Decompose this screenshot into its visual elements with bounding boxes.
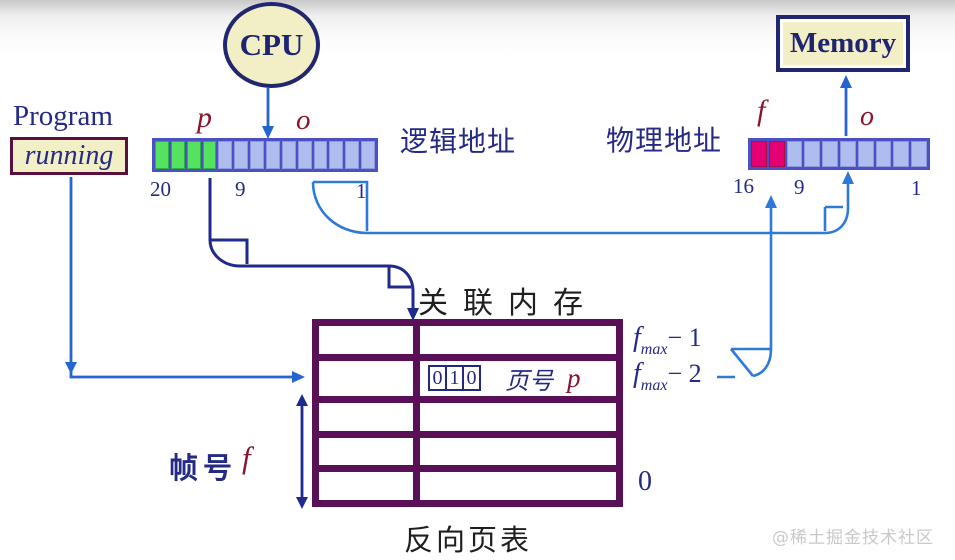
fmax-base: f — [633, 358, 641, 389]
inverted-table-title: 反向页表 — [404, 523, 533, 557]
cpu-label: CPU — [239, 27, 304, 62]
fmax-base: f — [633, 322, 641, 353]
physical-address-cell — [751, 141, 767, 167]
fmax-rest: − 2 — [667, 359, 702, 388]
physical-address-cell — [911, 141, 927, 167]
physical-address-cell — [768, 141, 785, 167]
watermark: @稀土掘金技术社区 — [772, 528, 934, 548]
physical-o-field-label: o — [860, 101, 874, 132]
physical-address-cell — [786, 141, 803, 167]
physical-address-cell — [893, 141, 910, 167]
memory-box: Memory — [776, 15, 910, 72]
logical-address-cell — [218, 141, 233, 169]
o-connector — [311, 171, 854, 235]
cpu-node: CPU — [223, 2, 320, 88]
f-connector — [717, 195, 777, 379]
frame-index-second-label: fmax− 2 — [633, 358, 702, 395]
physical-address-bar — [748, 138, 930, 170]
associative-memory-label: 关联内存 — [418, 286, 598, 321]
physical-bit-9-label: 9 — [794, 175, 805, 199]
logical-p-field-label: p — [197, 101, 212, 134]
table-cell — [319, 326, 413, 354]
logical-o-field-label: o — [296, 104, 311, 136]
physical-address-cell — [839, 141, 856, 167]
cpu-arrow — [262, 88, 274, 139]
logical-bit-1-label: 1 — [356, 179, 367, 203]
physical-address-cell — [804, 141, 821, 167]
logical-address-cell — [266, 141, 280, 169]
table-cell — [420, 402, 616, 431]
entry-bit-box: 0 — [462, 365, 481, 392]
table-cell — [319, 402, 413, 431]
program-running-label: running — [24, 140, 114, 171]
logical-address-bar — [152, 138, 378, 172]
program-running-box: running — [10, 137, 128, 175]
frame-index-top-label: fmax− 1 — [633, 322, 702, 359]
logical-address-cell — [329, 141, 344, 169]
table-entry-cell: 0 1 0 页号 p — [420, 360, 616, 396]
physical-address-cell — [822, 141, 838, 167]
frame-number-label: 帧号 — [169, 451, 238, 485]
program-flow-arrow — [65, 177, 305, 383]
page-var-label: p — [567, 362, 581, 393]
memory-arrow — [840, 75, 852, 136]
frame-var-label: f — [242, 440, 251, 475]
frame-index-bottom-label: 0 — [638, 466, 652, 497]
logical-address-cell — [345, 141, 360, 169]
physical-bit-1-label: 1 — [911, 176, 922, 200]
logical-address-cell — [297, 141, 312, 169]
frame-range-arrow — [296, 394, 308, 509]
fmax-sub: max — [640, 377, 668, 395]
logical-address-cell — [361, 141, 376, 169]
logical-address-cell — [234, 141, 249, 169]
logical-bit-9-label: 9 — [235, 177, 246, 201]
table-cell — [319, 472, 413, 500]
logical-address-caption: 逻辑地址 — [400, 125, 517, 158]
memory-label: Memory — [789, 27, 897, 59]
table-cell — [420, 472, 616, 500]
logical-address-cell — [313, 141, 328, 169]
physical-address-cell — [875, 141, 892, 167]
inverted-page-table: 0 1 0 页号 p — [312, 319, 623, 507]
physical-bit-16-label: 16 — [733, 174, 754, 198]
logical-address-cell — [155, 141, 169, 169]
table-cell — [420, 437, 616, 466]
logical-address-cell — [170, 141, 185, 169]
physical-address-caption: 物理地址 — [606, 124, 723, 157]
table-cell — [319, 437, 413, 466]
logical-bit-20-label: 20 — [150, 177, 171, 201]
program-title: Program — [13, 100, 113, 132]
page-number-label: 页号 — [505, 366, 553, 395]
logical-address-cell — [250, 141, 265, 169]
fmax-sub: max — [640, 341, 668, 359]
logical-address-cell — [281, 141, 296, 169]
logical-address-cell — [202, 141, 217, 169]
table-cell — [420, 326, 616, 354]
logical-address-cell — [186, 141, 201, 169]
fmax-rest: − 1 — [667, 323, 702, 352]
table-cell — [319, 360, 413, 396]
physical-f-field-label: f — [757, 94, 766, 127]
physical-address-cell — [857, 141, 874, 167]
